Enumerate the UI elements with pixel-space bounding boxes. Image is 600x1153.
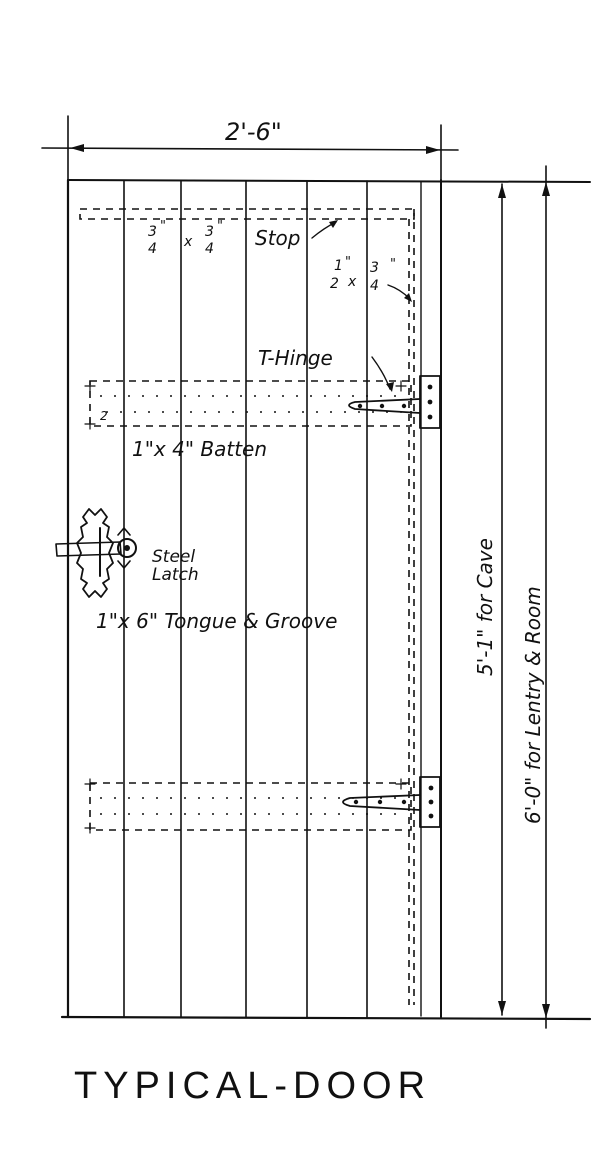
width-dimension: 2'-6" — [41, 115, 459, 181]
arrow-up-icon — [498, 184, 506, 198]
hinge-arrow-icon — [386, 382, 394, 392]
svg-text:4: 4 — [148, 241, 157, 257]
stop-dimension-label: 3 " 4 x 3 " 4 — [148, 219, 223, 257]
batten-label: 1"x 4" Batten — [132, 437, 267, 461]
svg-text:3: 3 — [205, 224, 214, 240]
trim-arrow-icon — [404, 293, 412, 302]
arrow-down-icon — [542, 1004, 550, 1018]
t-hinge-label: T-Hinge — [258, 346, 333, 370]
svg-text:": " — [345, 255, 351, 270]
height-dimension-entry — [542, 165, 550, 1029]
tongue-groove-boards — [123, 180, 368, 1018]
svg-text:1: 1 — [334, 258, 343, 274]
svg-text:": " — [390, 257, 396, 272]
door-outline — [60, 178, 592, 1021]
height-entry-label: 6'-0" for Lentry & Room — [521, 586, 545, 824]
lower-t-hinge — [342, 776, 441, 828]
drawing-title: TYPICAL-DOOR — [74, 1065, 431, 1107]
latch-label-line1: Steel — [152, 547, 195, 567]
arrow-up-icon — [542, 182, 550, 196]
trim-dimension-label: 1 " 2 x 3 " 4 — [330, 255, 396, 294]
arrow-down-icon — [498, 1001, 506, 1015]
batten-mark: 2 — [100, 409, 108, 423]
svg-text:x: x — [347, 274, 357, 290]
latch-label-line2: Latch — [152, 565, 199, 585]
arrow-right-icon — [426, 146, 440, 154]
stop-label: Stop — [255, 226, 300, 250]
stop-outline — [79, 208, 415, 1005]
svg-text:4: 4 — [370, 278, 379, 294]
svg-text:2: 2 — [330, 276, 339, 292]
arrow-left-icon — [70, 144, 84, 152]
upper-batten — [84, 380, 412, 430]
svg-text:4: 4 — [205, 241, 214, 257]
svg-text:": " — [217, 219, 223, 234]
lower-batten — [84, 778, 412, 834]
width-label: 2'-6" — [225, 118, 282, 146]
upper-t-hinge — [348, 375, 441, 429]
svg-text:x: x — [183, 234, 193, 250]
height-cave-label: 5'-1" for Cave — [473, 538, 497, 676]
svg-text:3: 3 — [370, 260, 379, 276]
steel-latch — [55, 508, 137, 598]
height-dimension-cave — [498, 183, 506, 1016]
svg-text:3: 3 — [148, 224, 157, 240]
svg-text:": " — [160, 219, 166, 234]
stop-arrow-icon — [329, 220, 338, 228]
boards-label: 1"x 6" Tongue & Groove — [96, 609, 337, 633]
